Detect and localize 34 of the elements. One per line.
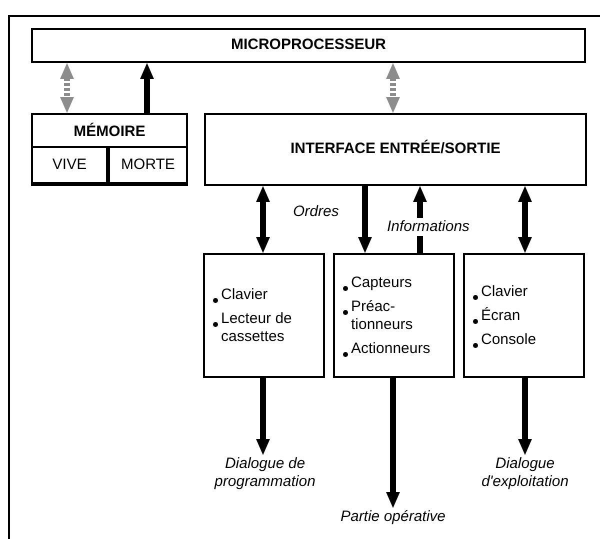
- arrow: [140, 63, 154, 113]
- arrow: [256, 186, 270, 253]
- list-item: Écran: [481, 306, 520, 324]
- arrow: [386, 378, 400, 508]
- box-title: MICROPROCESSEUR: [230, 35, 386, 56]
- memory-cell: [31, 146, 108, 184]
- device-box: [203, 253, 325, 378]
- list-item: Actionneurs: [351, 340, 430, 358]
- arrow: [256, 378, 270, 455]
- list-item: Préac- tionneurs: [351, 298, 414, 334]
- device-box: [333, 253, 455, 378]
- output-label: Partie opérative: [340, 508, 446, 526]
- list-item: Capteurs: [351, 274, 412, 292]
- block-box: [204, 113, 587, 186]
- list-item: Clavier: [221, 286, 268, 304]
- block-box: [31, 28, 586, 63]
- arrow: [358, 186, 372, 253]
- list-item: Lecteur de cassettes: [221, 310, 293, 346]
- output-label: Dialogue de programmation: [213, 455, 316, 491]
- device-box: [463, 253, 585, 378]
- memory-cell: [108, 146, 188, 184]
- edge-label: Informations: [386, 218, 471, 236]
- box-title: MÉMOIRE: [72, 122, 146, 142]
- cell-label: MORTE: [121, 154, 175, 175]
- arrow: [518, 378, 532, 455]
- box-title: INTERFACE ENTRÉE/SORTIE: [290, 138, 501, 160]
- output-label: Dialogue d'exploitation: [480, 455, 570, 491]
- memory-box: [31, 113, 188, 186]
- list-item: Clavier: [481, 282, 528, 300]
- list-item: Console: [481, 330, 536, 348]
- arrow: [60, 63, 74, 113]
- arrow: [386, 63, 400, 113]
- arrow: [518, 186, 532, 253]
- cell-label: VIVE: [52, 154, 87, 175]
